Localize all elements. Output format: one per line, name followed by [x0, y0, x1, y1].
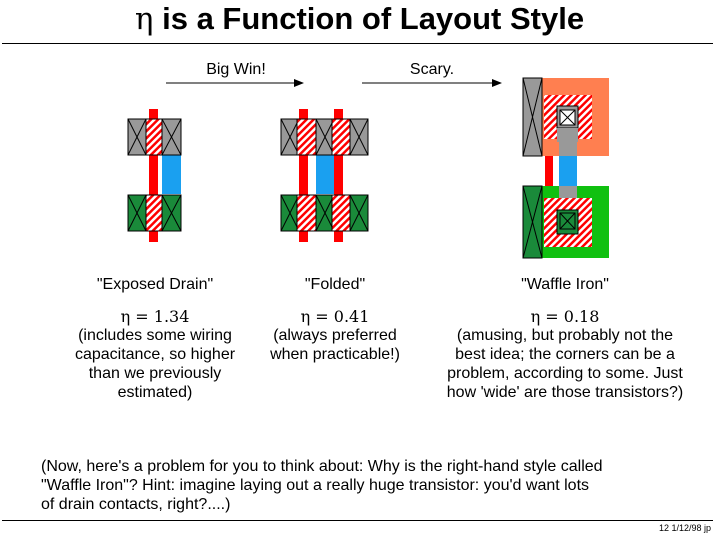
style-name-exposed-drain: "Exposed Drain" — [96, 276, 214, 293]
exposed-drain-layout — [127, 109, 182, 242]
contact-icon — [127, 194, 147, 232]
eta-value-waffle-iron: η = 0.18 — [530, 307, 600, 326]
description-waffle-iron: (amusing, but probably not the best idea… — [446, 327, 684, 401]
description-folded: (always preferred when practicable!) — [270, 327, 400, 363]
arrow-label-scary: Scary. — [409, 61, 455, 78]
problem-note: (Now, here's a problem for you to think … — [41, 458, 603, 513]
style-name-waffle-iron: "Waffle Iron" — [521, 276, 609, 293]
slide-footer: 12 1/12/98 jp — [658, 523, 711, 533]
contact-icon — [127, 118, 147, 156]
waffle-iron-layout — [522, 77, 609, 259]
contact-icon — [161, 118, 182, 156]
contact-icon — [161, 194, 182, 232]
arrow-label-big-win: Big Win! — [206, 61, 266, 78]
eta-value-folded: η = 0.41 — [300, 307, 370, 326]
title-rule — [2, 43, 713, 44]
footer-rule — [2, 520, 713, 521]
style-name-folded: "Folded" — [304, 276, 366, 293]
folded-layout — [280, 109, 369, 242]
eta-value-exposed-drain: η = 1.34 — [120, 307, 190, 326]
description-exposed-drain: (includes some wiring capacitance, so hi… — [74, 327, 236, 401]
page-title: η is a Function of Layout Style — [134, 1, 585, 37]
